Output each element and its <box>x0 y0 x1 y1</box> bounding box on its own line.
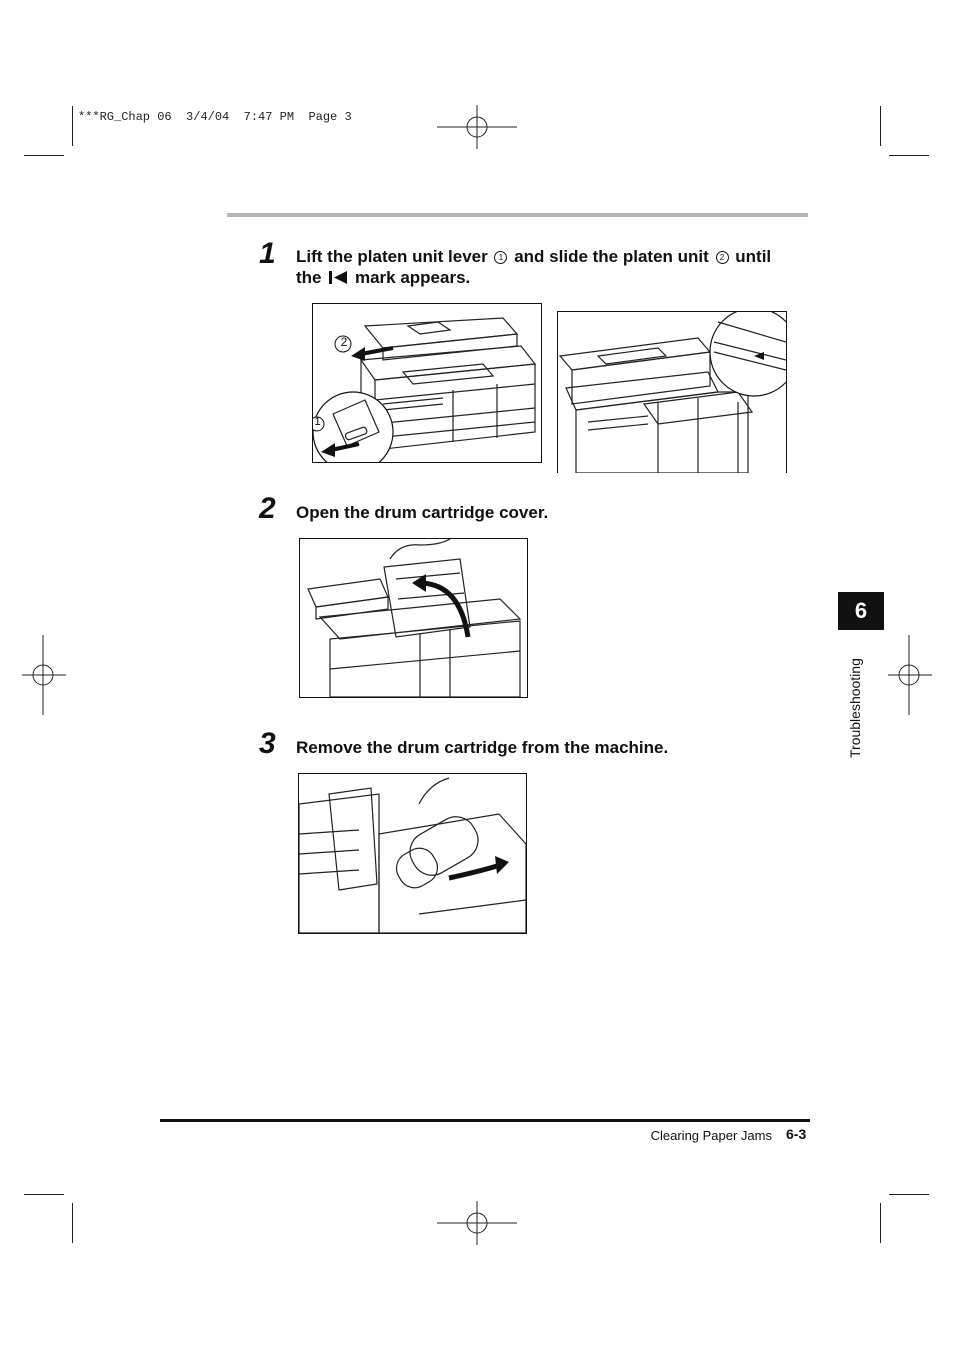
callout-1-label: 1 <box>314 416 321 428</box>
step-3-instruction: Remove the drum cartridge from the machi… <box>296 738 669 757</box>
figure-open-drum-cover <box>299 538 528 698</box>
slug-line: ***RG_Chap 06 3/4/04 7:47 PM Page 3 <box>78 110 352 124</box>
position-mark-icon <box>329 271 348 284</box>
step-1-text-c: until <box>735 247 772 266</box>
drum-removal-illustration <box>299 777 526 933</box>
page-number: 6-3 <box>786 1126 807 1142</box>
figure-platen-mark-appears <box>557 311 787 473</box>
step-2-number: 2 <box>259 492 276 525</box>
step-1-text-a: Lift the platen unit lever <box>296 247 488 266</box>
step-1-instruction: Lift the platen unit lever 1 and slide t… <box>296 246 816 288</box>
registration-mark-right <box>888 635 932 715</box>
callout-2-label: 2 <box>340 335 348 349</box>
footer-section-title: Clearing Paper Jams <box>650 1128 772 1143</box>
figure-remove-drum-cartridge <box>298 773 527 934</box>
step-1-text-b: and slide the platen unit <box>514 247 709 266</box>
registration-mark-bottom <box>437 1201 517 1245</box>
chapter-tab: 6 <box>838 592 884 630</box>
registration-mark-left <box>22 635 66 715</box>
chapter-label-text: Troubleshooting <box>847 658 863 758</box>
step-1-number: 1 <box>259 237 276 270</box>
figure-platen-unit-lever: 2 1 <box>312 303 542 463</box>
footer-rule <box>160 1119 810 1122</box>
circled-1-marker: 1 <box>494 251 508 264</box>
chapter-label-vertical: Troubleshooting <box>847 648 863 768</box>
header-rule <box>227 213 808 217</box>
step-2-instruction: Open the drum cartridge cover. <box>296 503 549 522</box>
step-1-text-e: mark appears. <box>354 268 471 287</box>
step-1-text-d: the <box>296 268 322 287</box>
registration-mark-top <box>437 105 517 149</box>
drum-cover-illustration <box>307 539 522 697</box>
step-3-number: 3 <box>259 727 276 760</box>
copier-mark-illustration <box>558 312 786 473</box>
copier-illustration <box>313 317 537 462</box>
circled-2-marker: 2 <box>715 251 729 264</box>
